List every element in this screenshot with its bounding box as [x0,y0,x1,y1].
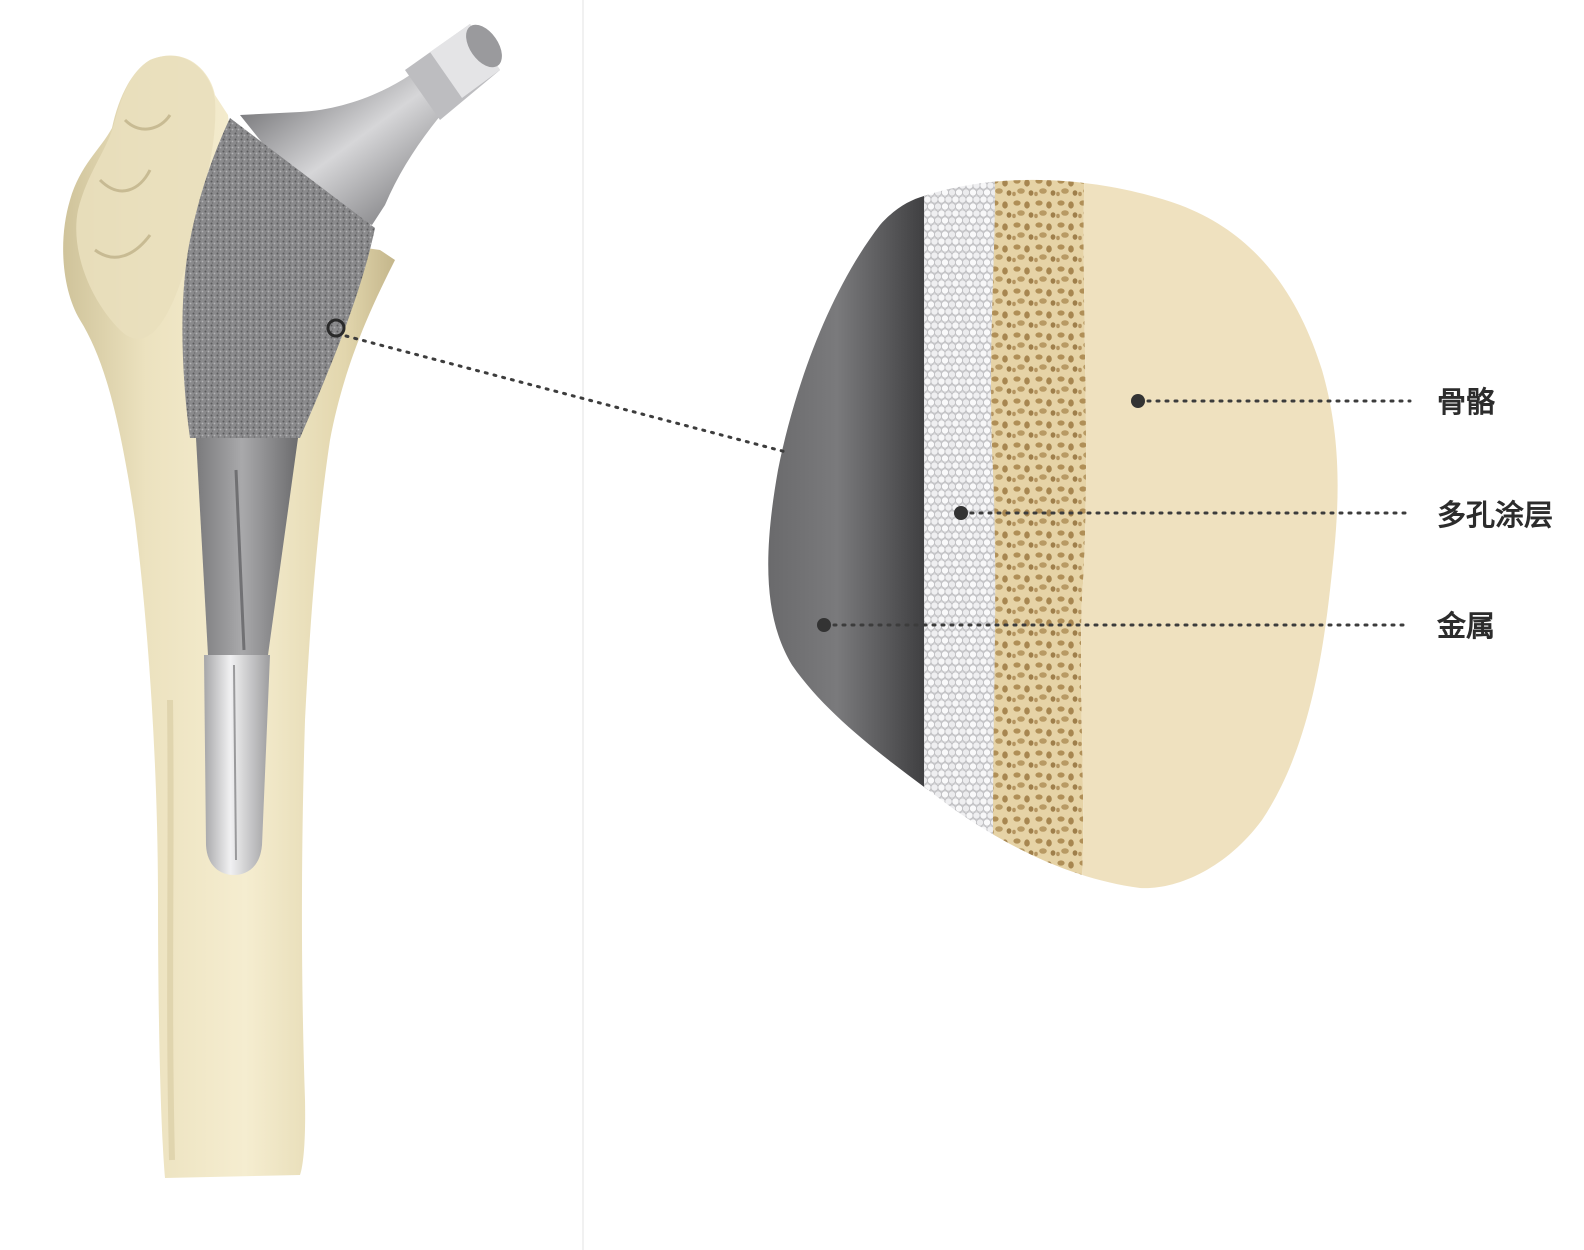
magnified-cross-section [768,179,1338,889]
label-bone: 骨骼 [1437,385,1496,419]
label-porous-coating: 多孔涂层 [1437,498,1554,532]
femoral-stem-implant [182,24,502,875]
bone-leader [1131,394,1412,408]
coating-leader [954,506,1412,520]
callout-marker [326,318,346,338]
label-metal: 金属 [1437,609,1496,643]
metal-layer [768,179,928,889]
magnify-leader-line [344,334,788,454]
porous-coating-layer [924,179,996,889]
cancellous-bone-layer [991,179,1087,889]
cortical-bone-layer [1080,179,1338,889]
metal-leader [817,618,1412,632]
